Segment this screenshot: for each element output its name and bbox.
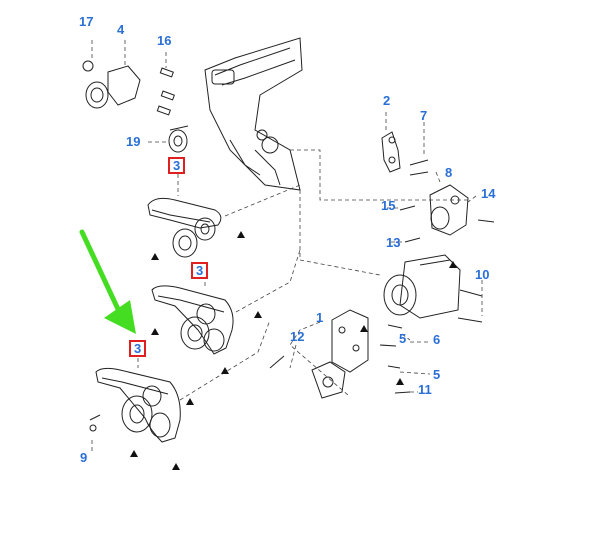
callout-19: 19 [126, 134, 141, 149]
callout-11: 11 [418, 382, 432, 397]
bolts-drawing [169, 125, 495, 394]
triangle-marker-icon [151, 253, 159, 260]
callout-5-lower: 5 [433, 367, 441, 382]
green-arrow-icon [79, 229, 136, 334]
engine-block-drawing [204, 37, 303, 191]
callout-3-lower: 3 [129, 340, 147, 357]
callout-12: 12 [290, 329, 305, 344]
leader-lines [91, 40, 483, 452]
triangle-marker-icon [449, 261, 457, 268]
studs-drawing [156, 67, 175, 116]
spacer-19-drawing [168, 129, 188, 153]
compressor-drawing [383, 254, 461, 319]
belt-assembly-lower-drawing [89, 367, 181, 443]
callout-5-upper: 5 [399, 331, 407, 346]
callout-15: 15 [381, 198, 396, 213]
triangle-marker-icon [221, 367, 229, 374]
belt-assembly-middle-drawing [151, 285, 234, 355]
callout-3-top: 3 [168, 157, 186, 174]
callout-9: 9 [80, 450, 88, 465]
triangle-marker-icon [396, 378, 404, 385]
callout-17: 17 [79, 14, 94, 29]
belt-assembly-top-drawing [147, 197, 222, 258]
callout-10: 10 [475, 267, 490, 282]
triangle-marker-icon [237, 231, 245, 238]
callout-4: 4 [117, 22, 125, 37]
tensioner-14-drawing [429, 184, 469, 236]
triangle-marker-icon [172, 463, 180, 470]
triangle-markers [130, 231, 457, 470]
callout-3-middle: 3 [191, 262, 209, 279]
triangle-marker-icon [186, 398, 194, 405]
bracket-2-drawing [381, 131, 401, 173]
callout-16: 16 [157, 33, 172, 48]
callout-8: 8 [445, 165, 453, 180]
callout-14: 14 [481, 186, 496, 201]
callout-1: 1 [316, 310, 324, 325]
triangle-marker-icon [151, 328, 159, 335]
callout-7: 7 [420, 108, 428, 123]
callout-6: 6 [433, 332, 441, 347]
triangle-marker-icon [254, 311, 262, 318]
triangle-marker-icon [360, 325, 368, 332]
triangle-marker-icon [130, 450, 138, 457]
idler-pulley-bracket-drawing [82, 60, 141, 109]
mounting-bracket-1-drawing [311, 309, 369, 399]
callout-2: 2 [383, 93, 391, 108]
callout-13: 13 [386, 235, 401, 250]
